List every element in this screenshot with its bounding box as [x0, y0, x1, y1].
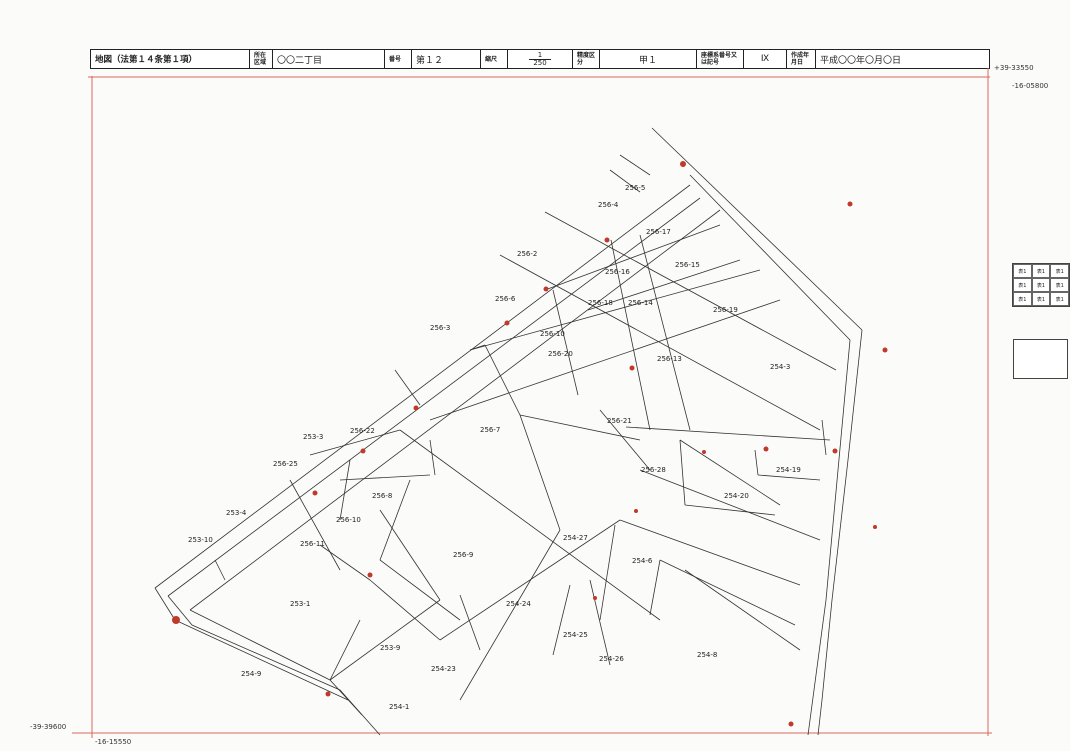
coord-system-value: Ⅸ	[744, 50, 787, 68]
parcel-label: 256-18	[588, 299, 613, 307]
parcel-label: 256-20	[548, 350, 573, 358]
parcel-label: 256-25	[273, 460, 298, 468]
parcel-label: 254-25	[563, 631, 588, 639]
map-header-bar: 地図（法第１４条第１項） 所在区域 〇〇二丁目 番号 第１２ 縮尺 1 250 …	[90, 49, 990, 69]
scale-numerator: 1	[537, 50, 543, 59]
date-label: 作成年月日	[787, 50, 816, 68]
sheet-value: 第１２	[412, 50, 481, 68]
index-cell: 表1	[1013, 278, 1032, 292]
parcel-label: 256-15	[675, 261, 700, 269]
coord-bottom-left-x: -39-39600	[30, 723, 67, 731]
precision-label: 精度区分	[573, 50, 600, 68]
sheet-label: 番号	[385, 50, 412, 68]
parcel-label: 254-3	[770, 363, 790, 371]
parcel-label: 253-10	[188, 536, 213, 544]
index-cell: 表1	[1050, 292, 1069, 306]
parcel-label: 254-24	[506, 600, 531, 608]
index-cell: 表1	[1050, 264, 1069, 278]
parcel-label: 254-19	[776, 466, 801, 474]
parcel-label: 256-7	[480, 426, 500, 434]
index-cell: 表1	[1013, 264, 1032, 278]
parcel-label: 254-23	[431, 665, 456, 673]
coord-bottom-left-y: -16-15550	[95, 738, 132, 746]
parcel-label: 256-9	[453, 551, 473, 559]
parcel-label: 254-27	[563, 534, 588, 542]
index-cell: 表1	[1031, 292, 1051, 306]
parcel-label: 256-22	[350, 427, 375, 435]
parcel-label: 253-9	[380, 644, 400, 652]
parcel-label: 254-8	[697, 651, 717, 659]
map-frame	[72, 68, 992, 738]
index-cell: 表1	[1050, 278, 1069, 292]
parcel-label: 256-13	[657, 355, 682, 363]
parcel-label: 256-2	[517, 250, 537, 258]
precision-value: 甲１	[600, 50, 697, 68]
parcel-label: 256-14	[628, 299, 653, 307]
scale-value: 1 250	[508, 50, 573, 68]
parcel-label: 253-4	[226, 509, 247, 517]
parcel-boundaries	[154, 127, 863, 736]
parcel-label: 256-10	[540, 330, 565, 338]
map-title: 地図（法第１４条第１項）	[91, 50, 250, 68]
parcel-label: 254-9	[241, 670, 261, 678]
parcel-label: 254-20	[724, 492, 749, 500]
parcel-label: 256-17	[646, 228, 671, 236]
parcel-label: 254-26	[599, 655, 624, 663]
empty-note-box	[1013, 339, 1068, 379]
parcel-label: 256-11	[300, 540, 325, 548]
sheet-index-grid: 表1 表1 表1 表1 表1 表1 表1 表1 表1	[1012, 263, 1070, 307]
index-cell: 表1	[1031, 264, 1051, 278]
parcel-label: 256-5	[625, 184, 645, 192]
scale-denominator: 250	[533, 58, 547, 67]
coord-system-label: 座標系番号又は記号	[697, 50, 744, 68]
location-value: 〇〇二丁目	[273, 50, 385, 68]
parcel-label: 256-28	[641, 466, 666, 474]
parcel-label: 256-10	[336, 516, 361, 524]
parcel-labels: 256-5 256-4 256-17 256-2 256-16 256-15 2…	[188, 184, 801, 711]
parcel-label: 256-4	[598, 201, 619, 209]
parcel-label: 254-6	[632, 557, 653, 565]
parcel-label: 256-6	[495, 295, 516, 303]
parcel-label: 253-1	[290, 600, 310, 608]
index-cell: 表1	[1013, 292, 1032, 306]
date-value: 平成〇〇年〇月〇日	[820, 55, 902, 66]
coord-top-right-y: -16-05800	[1012, 82, 1049, 90]
parcel-label: 256-3	[430, 324, 450, 332]
parcel-label: 254-1	[389, 703, 409, 711]
index-cell: 表1	[1031, 278, 1051, 292]
coord-top-right-x: +39-33550	[994, 64, 1034, 72]
scale-label: 縮尺	[481, 50, 508, 68]
parcel-label: 256-19	[713, 306, 738, 314]
parcel-label: 256-16	[605, 268, 630, 276]
parcel-label: 256-8	[372, 492, 392, 500]
survey-points	[172, 161, 888, 727]
parcel-label: 253-3	[303, 433, 323, 441]
parcel-label: 256-21	[607, 417, 632, 425]
location-label: 所在区域	[250, 50, 273, 68]
